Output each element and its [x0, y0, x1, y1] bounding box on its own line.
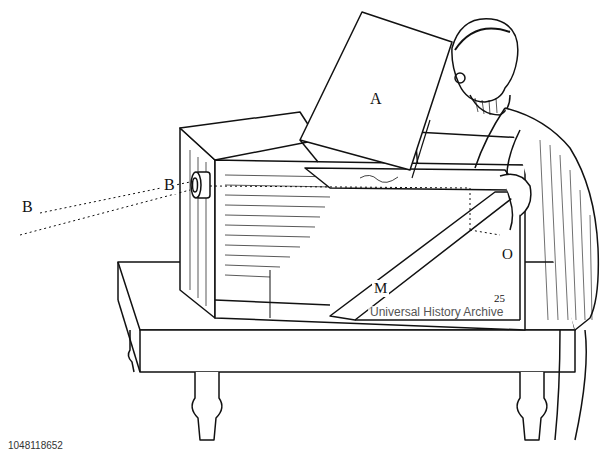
part-letter: M: [372, 280, 389, 297]
part-letter: B: [20, 198, 35, 216]
image-id: 1048118652: [6, 440, 65, 451]
part-letter: A: [368, 90, 384, 108]
part-letter: B: [162, 176, 177, 194]
part-letter: O: [500, 246, 515, 263]
watermark: Universal History Archive: [368, 306, 505, 319]
figure-number: 25: [492, 292, 507, 304]
